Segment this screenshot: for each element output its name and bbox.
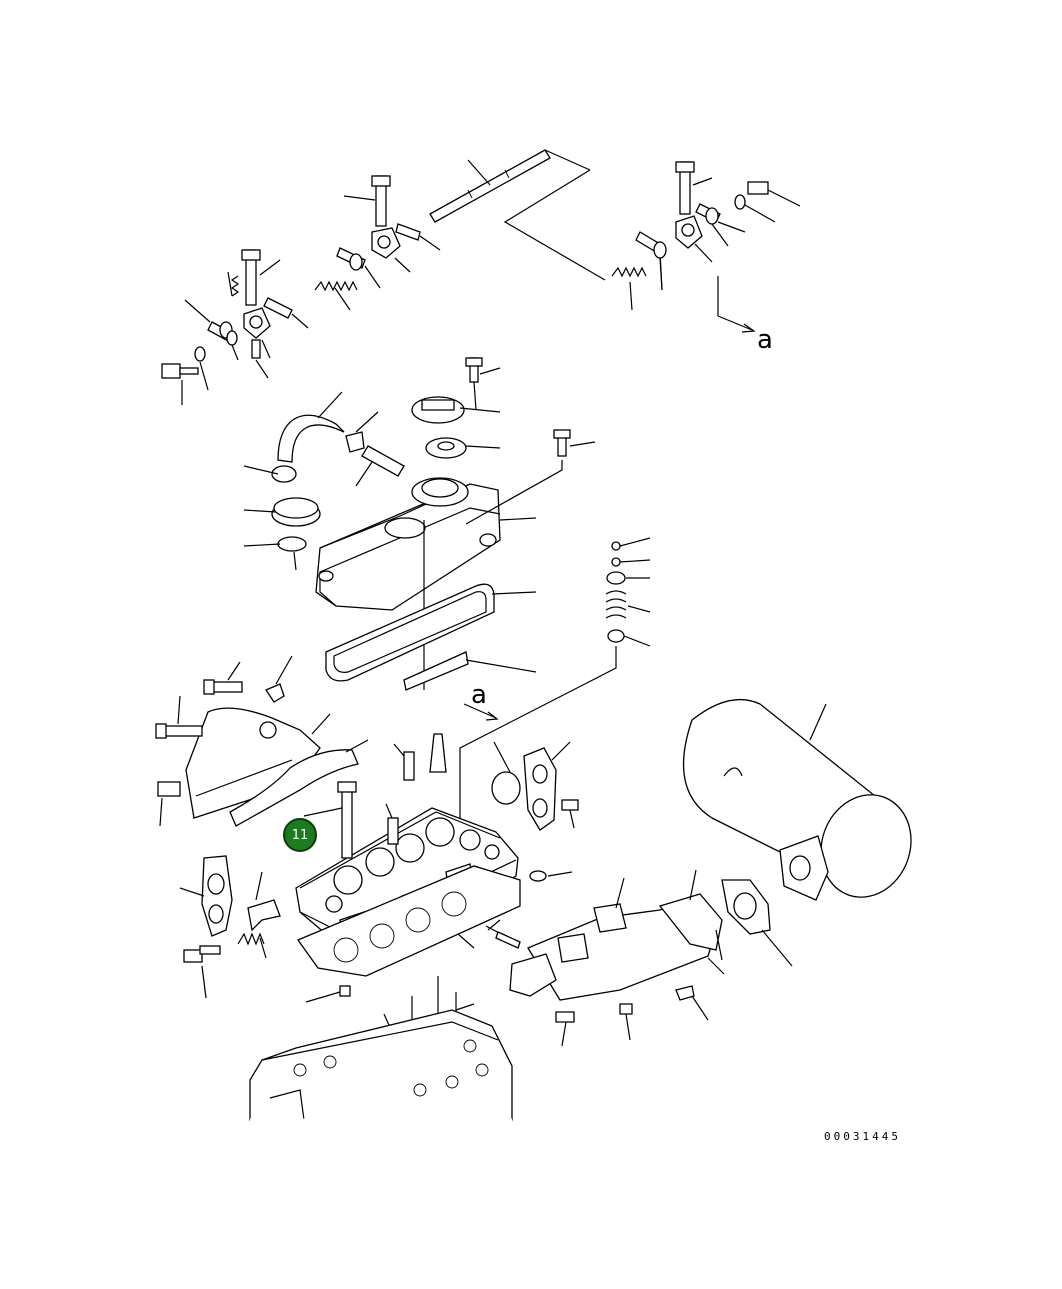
part-callout-11[interactable]: 11 <box>283 818 317 852</box>
exhaust-manifold <box>485 869 725 1047</box>
drawing-number: 00031445 <box>824 1130 901 1143</box>
cylinder-block <box>249 1009 513 1122</box>
intake-manifold <box>155 655 369 999</box>
breather-and-filler <box>243 391 405 571</box>
rocker-shaft-assembly <box>161 149 801 405</box>
cylinder-head-cover <box>315 357 596 690</box>
view-reference-letter-a-middle: a <box>471 680 487 710</box>
view-reference-letter-a-top: a <box>757 325 773 355</box>
head-cover-gasket <box>325 537 651 830</box>
head-gasket <box>296 865 521 1003</box>
muffler <box>682 698 912 967</box>
